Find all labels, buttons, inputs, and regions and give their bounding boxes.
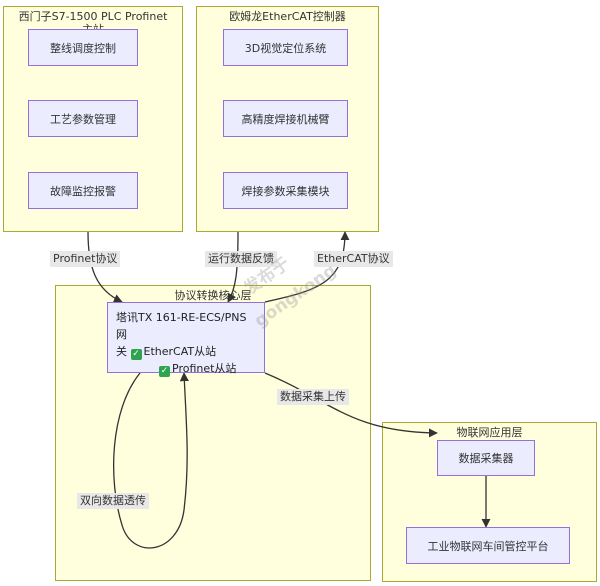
node-gateway: 塔讯TX 161-RE-ECS/PNS网 关 ✓EtherCAT从站 ✓Prof… (107, 302, 265, 377)
edge-upload (264, 372, 438, 438)
node-process-params: 工艺参数管理 (28, 100, 138, 137)
edge-ethercat (264, 231, 350, 303)
node-platform: 工业物联网车间管控平台 (406, 527, 570, 564)
edge-label-bidirectional: 双向数据透传 (77, 493, 149, 509)
node-collector: 数据采集器 (437, 440, 535, 476)
gateway-line2: 关 ✓EtherCAT从站 (116, 345, 217, 360)
check-icon: ✓ (159, 366, 170, 377)
gateway-name: 塔讯TX 161-RE-ECS/PNS网 (116, 311, 247, 341)
profinet-slave-label: Profinet从站 (172, 362, 237, 375)
edge-feedback (227, 231, 239, 303)
ethercat-slave-label: EtherCAT从站 (143, 345, 217, 358)
node-fault-alarm: 故障监控报警 (28, 172, 138, 209)
edge-label-profinet: Profinet协议 (50, 251, 121, 267)
edge-label-upload: 数据采集上传 (277, 389, 349, 405)
check-icon: ✓ (130, 349, 142, 360)
edge-label-feedback: 运行数据反馈 (205, 251, 277, 267)
node-weld-data: 焊接参数采集模块 (223, 172, 348, 209)
gateway-line3: ✓Profinet从站 (116, 360, 256, 377)
node-vision: 3D视觉定位系统 (223, 29, 348, 66)
edge-label-ethercat: EtherCAT协议 (314, 251, 393, 267)
edge-bidirectional (112, 372, 189, 549)
cluster-iot-title: 物联网应用层 (456, 426, 523, 439)
edge-profinet (87, 231, 123, 303)
node-line-control: 整线调度控制 (28, 29, 138, 66)
cluster-omron-title: 欧姆龙EtherCAT控制器 (229, 10, 346, 23)
node-welding-arm: 高精度焊接机械臂 (223, 100, 348, 137)
